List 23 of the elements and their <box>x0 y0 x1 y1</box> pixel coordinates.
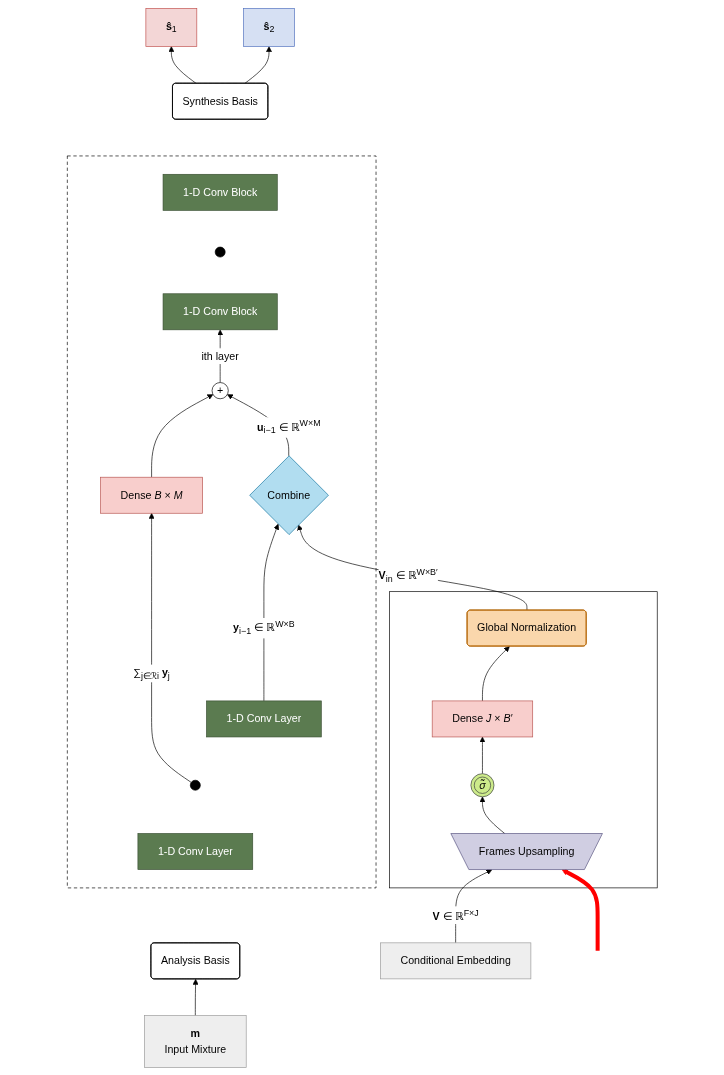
node-box: Dense J × B′ <box>431 700 533 737</box>
cluster <box>388 590 658 888</box>
edge-label: V$_{in}$ ∈ ℝ$^{W×B′}$ <box>378 566 438 584</box>
node-box: ŝ$_{1}$ <box>145 7 197 47</box>
node-box: 1-D Conv Block <box>162 173 278 211</box>
node-circle: + <box>211 381 229 399</box>
node-box: Dense B × M <box>99 476 203 514</box>
node-box: 1-D Conv Block <box>162 292 278 330</box>
edge-label: ∑$_{j∈ℛi}$ y$_{j}$ <box>133 665 170 681</box>
node-box: m Input Mixture <box>143 1014 247 1068</box>
edge-label: u$_{i−1}$ ∈ ℝ$^{W×M}$ <box>256 417 321 435</box>
edge-label: ith layer <box>201 349 239 362</box>
node-box: Conditional Embedding <box>379 942 531 979</box>
node-dots <box>214 246 226 257</box>
node-box: 1-D Conv Layer <box>137 832 253 870</box>
edge-label: V ∈ ℝ$^{F×J}$ <box>432 907 479 922</box>
node-dots <box>189 779 201 791</box>
node-box: 1-D Conv Layer <box>205 700 322 737</box>
arrow <box>561 868 600 951</box>
cluster <box>66 155 377 888</box>
edge-label: y$_{i−1}$ ∈ ℝ$^{W×B}$ <box>232 618 295 636</box>
node-box: ŝ$_{2}$ <box>242 7 295 47</box>
node-diamond: Combine <box>249 455 329 535</box>
